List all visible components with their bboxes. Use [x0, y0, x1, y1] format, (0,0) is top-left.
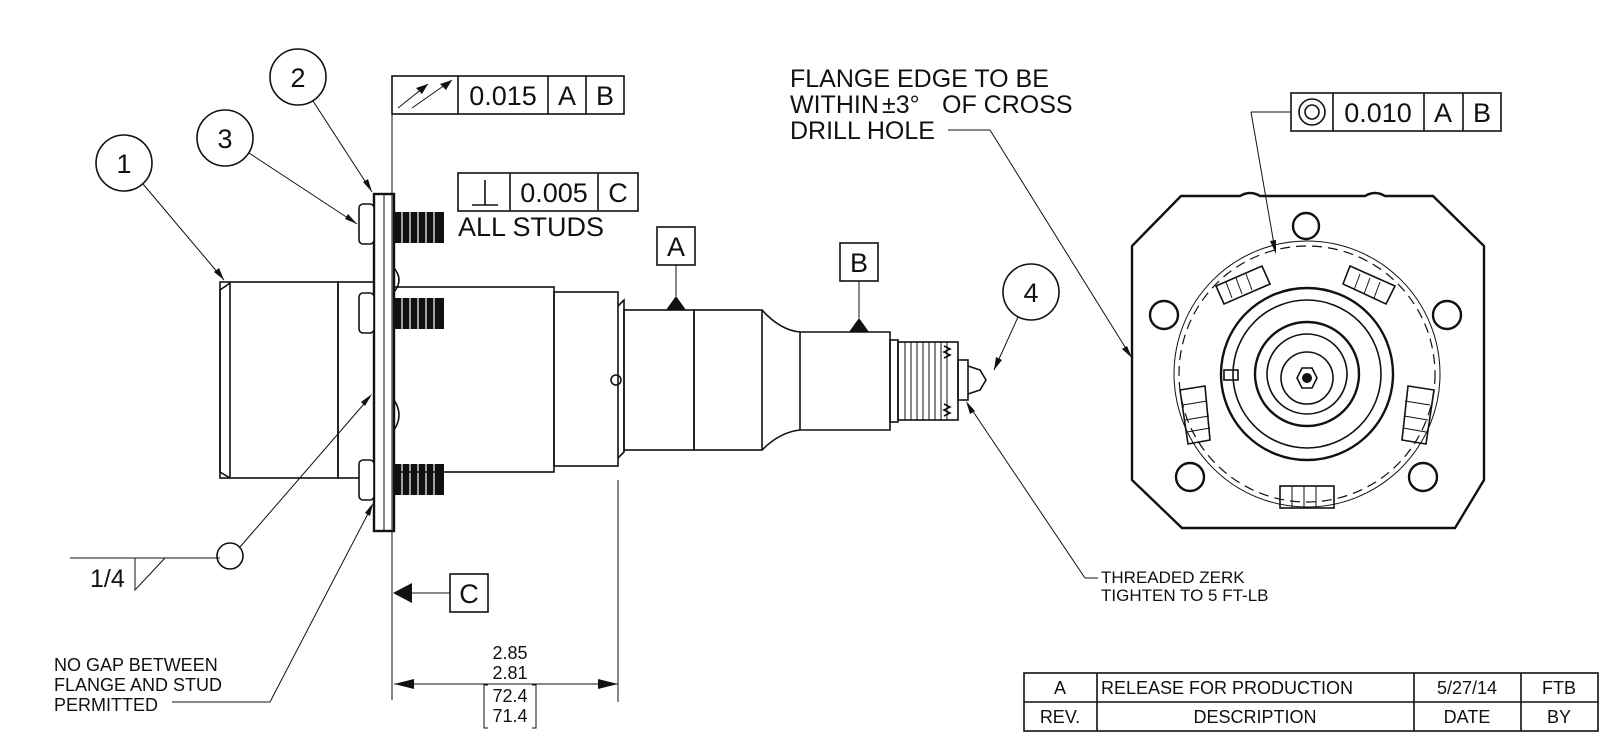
concentricity-icon — [1298, 98, 1326, 126]
description-header: DESCRIPTION — [1193, 707, 1316, 727]
svg-text:±3°: ±3° — [882, 91, 920, 119]
svg-text:4: 4 — [1023, 278, 1038, 308]
svg-text:B: B — [596, 81, 614, 111]
svg-text:72.4: 72.4 — [492, 686, 527, 706]
flange-edge-note: FLANGE EDGE TO BE WITHIN ±3° OF CROSS DR… — [790, 65, 1132, 358]
date-header: DATE — [1444, 707, 1491, 727]
concentricity-control-frame: 0.010 A B — [1250, 92, 1502, 254]
stud-threads — [394, 212, 444, 495]
rev-description: RELEASE FOR PRODUCTION — [1101, 678, 1353, 698]
svg-text:DRILL HOLE: DRILL HOLE — [790, 117, 935, 145]
weld-symbol: 1/4 — [70, 394, 372, 593]
svg-text:THREADED ZERK: THREADED ZERK — [1101, 568, 1245, 587]
svg-text:ALL STUDS: ALL STUDS — [458, 212, 604, 242]
svg-text:A: A — [1434, 98, 1452, 128]
svg-text:0.015: 0.015 — [469, 81, 537, 111]
rev-date: 5/27/14 — [1437, 678, 1497, 698]
zerk-note: THREADED ZERK TIGHTEN TO 5 FT-LB — [966, 401, 1269, 605]
balloon-3: 3 — [196, 109, 358, 225]
svg-text:1: 1 — [116, 149, 131, 179]
balloon-1: 1 — [95, 134, 225, 281]
perpendicularity-icon — [472, 180, 498, 206]
datum-a: A — [656, 226, 696, 310]
datum-c: C — [393, 573, 489, 613]
svg-text:A: A — [667, 232, 685, 262]
svg-text:B: B — [1473, 98, 1491, 128]
perpendicularity-control-frame: 0.005 C ALL STUDS — [457, 172, 639, 242]
svg-text:2.81: 2.81 — [492, 663, 527, 683]
rev-header: REV. — [1040, 707, 1080, 727]
end-view — [1130, 191, 1486, 530]
gap-note: NO GAP BETWEEN FLANGE AND STUD PERMITTED — [54, 503, 373, 715]
svg-text:C: C — [459, 579, 479, 609]
svg-text:NO GAP BETWEEN: NO GAP BETWEEN — [54, 655, 218, 675]
svg-text:TIGHTEN TO 5 FT-LB: TIGHTEN TO 5 FT-LB — [1101, 586, 1269, 605]
svg-text:0.005: 0.005 — [520, 178, 588, 208]
length-dimension: 2.85 2.81 72.4 71.4 — [394, 480, 619, 729]
svg-text:PERMITTED: PERMITTED — [54, 695, 158, 715]
balloon-2: 2 — [269, 48, 373, 193]
balloon-4: 4 — [993, 263, 1060, 371]
svg-text:71.4: 71.4 — [492, 706, 527, 726]
svg-text:FLANGE EDGE TO BE: FLANGE EDGE TO BE — [790, 65, 1049, 93]
svg-text:2.85: 2.85 — [492, 643, 527, 663]
datum-b: B — [839, 242, 879, 332]
svg-text:B: B — [850, 248, 868, 278]
svg-text:WITHIN: WITHIN — [790, 91, 879, 119]
runout-control-frame: 0.015 A B — [391, 75, 625, 700]
svg-text:1/4: 1/4 — [90, 565, 125, 593]
svg-text:3: 3 — [217, 124, 232, 154]
revision-block: A RELEASE FOR PRODUCTION 5/27/14 FTB REV… — [1023, 672, 1599, 732]
svg-text:0.010: 0.010 — [1344, 98, 1412, 128]
svg-text:FLANGE AND STUD: FLANGE AND STUD — [54, 675, 222, 695]
svg-text:2: 2 — [290, 63, 305, 93]
by-header: BY — [1547, 707, 1571, 727]
svg-text:C: C — [608, 178, 628, 208]
rev-value: A — [1054, 678, 1066, 698]
total-runout-icon — [397, 79, 453, 109]
svg-text:OF CROSS: OF CROSS — [942, 91, 1073, 119]
svg-text:A: A — [558, 81, 576, 111]
side-view — [219, 192, 987, 533]
rev-by: FTB — [1542, 678, 1576, 698]
